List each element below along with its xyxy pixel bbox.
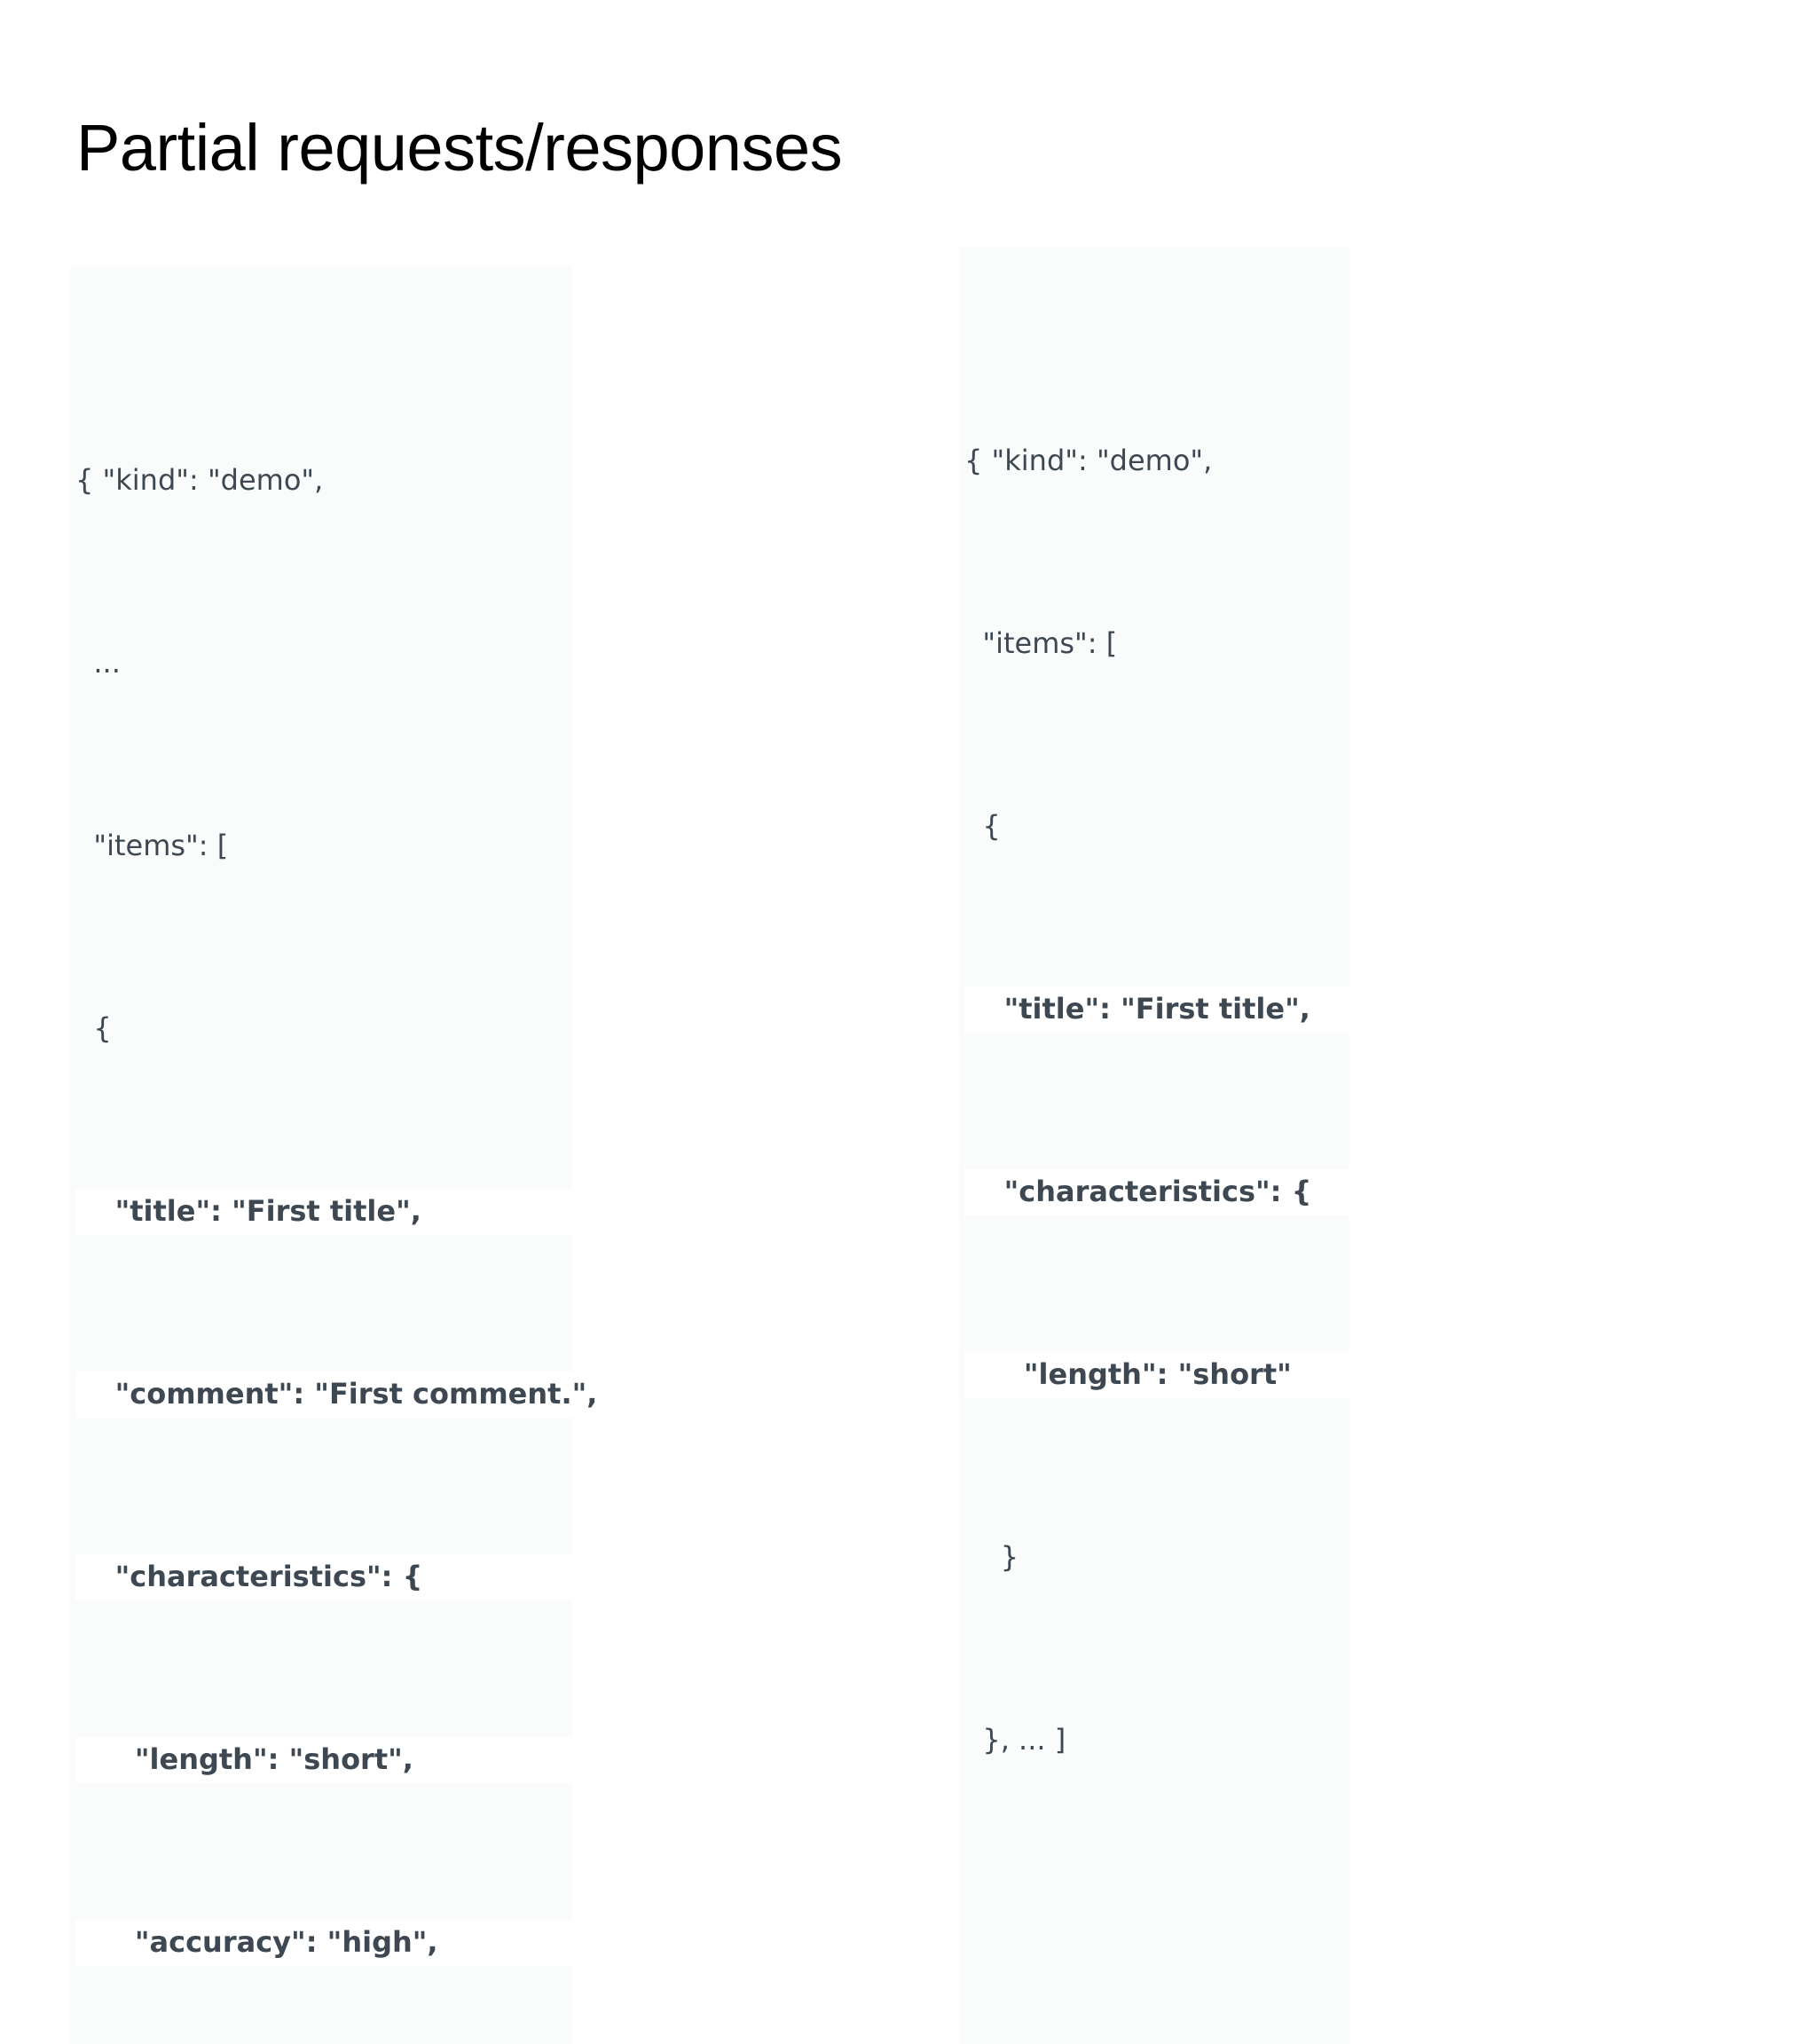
code-line: "characteristics": { [964,1169,1349,1215]
code-line: "accuracy": "high", [75,1920,572,1966]
code-line: "items": [ [75,829,229,862]
code-line: ... [75,646,121,680]
code-line: }, ... ] [964,1723,1066,1757]
code-line: "length": "short", [75,1737,572,1783]
code-line: "length": "short" [964,1352,1349,1398]
code-line: "comment": "First comment.", [75,1372,597,1418]
code-line: "characteristics": { [75,1554,572,1600]
json-code-block-full-response: { "kind": "demo", ... "items": [ { "titl… [70,266,597,2044]
json-code-block-partial-response: { "kind": "demo", "items": [ { "title": … [959,247,1349,2044]
code-line: { [75,1011,112,1045]
code-line: } [964,1540,1019,1574]
page-title: Partial requests/responses [76,111,843,185]
code-line: { [964,809,1001,843]
code-line: { "kind": "demo", [75,463,324,497]
code-line: "items": [ [964,626,1118,660]
code-line [964,1900,1349,1946]
code-line: "title": "First title", [964,987,1349,1033]
code-line: { "kind": "demo", [964,444,1213,477]
code-line: "title": "First title", [75,1189,572,1235]
slide: Partial requests/responses { "kind": "de… [75,111,1312,1959]
